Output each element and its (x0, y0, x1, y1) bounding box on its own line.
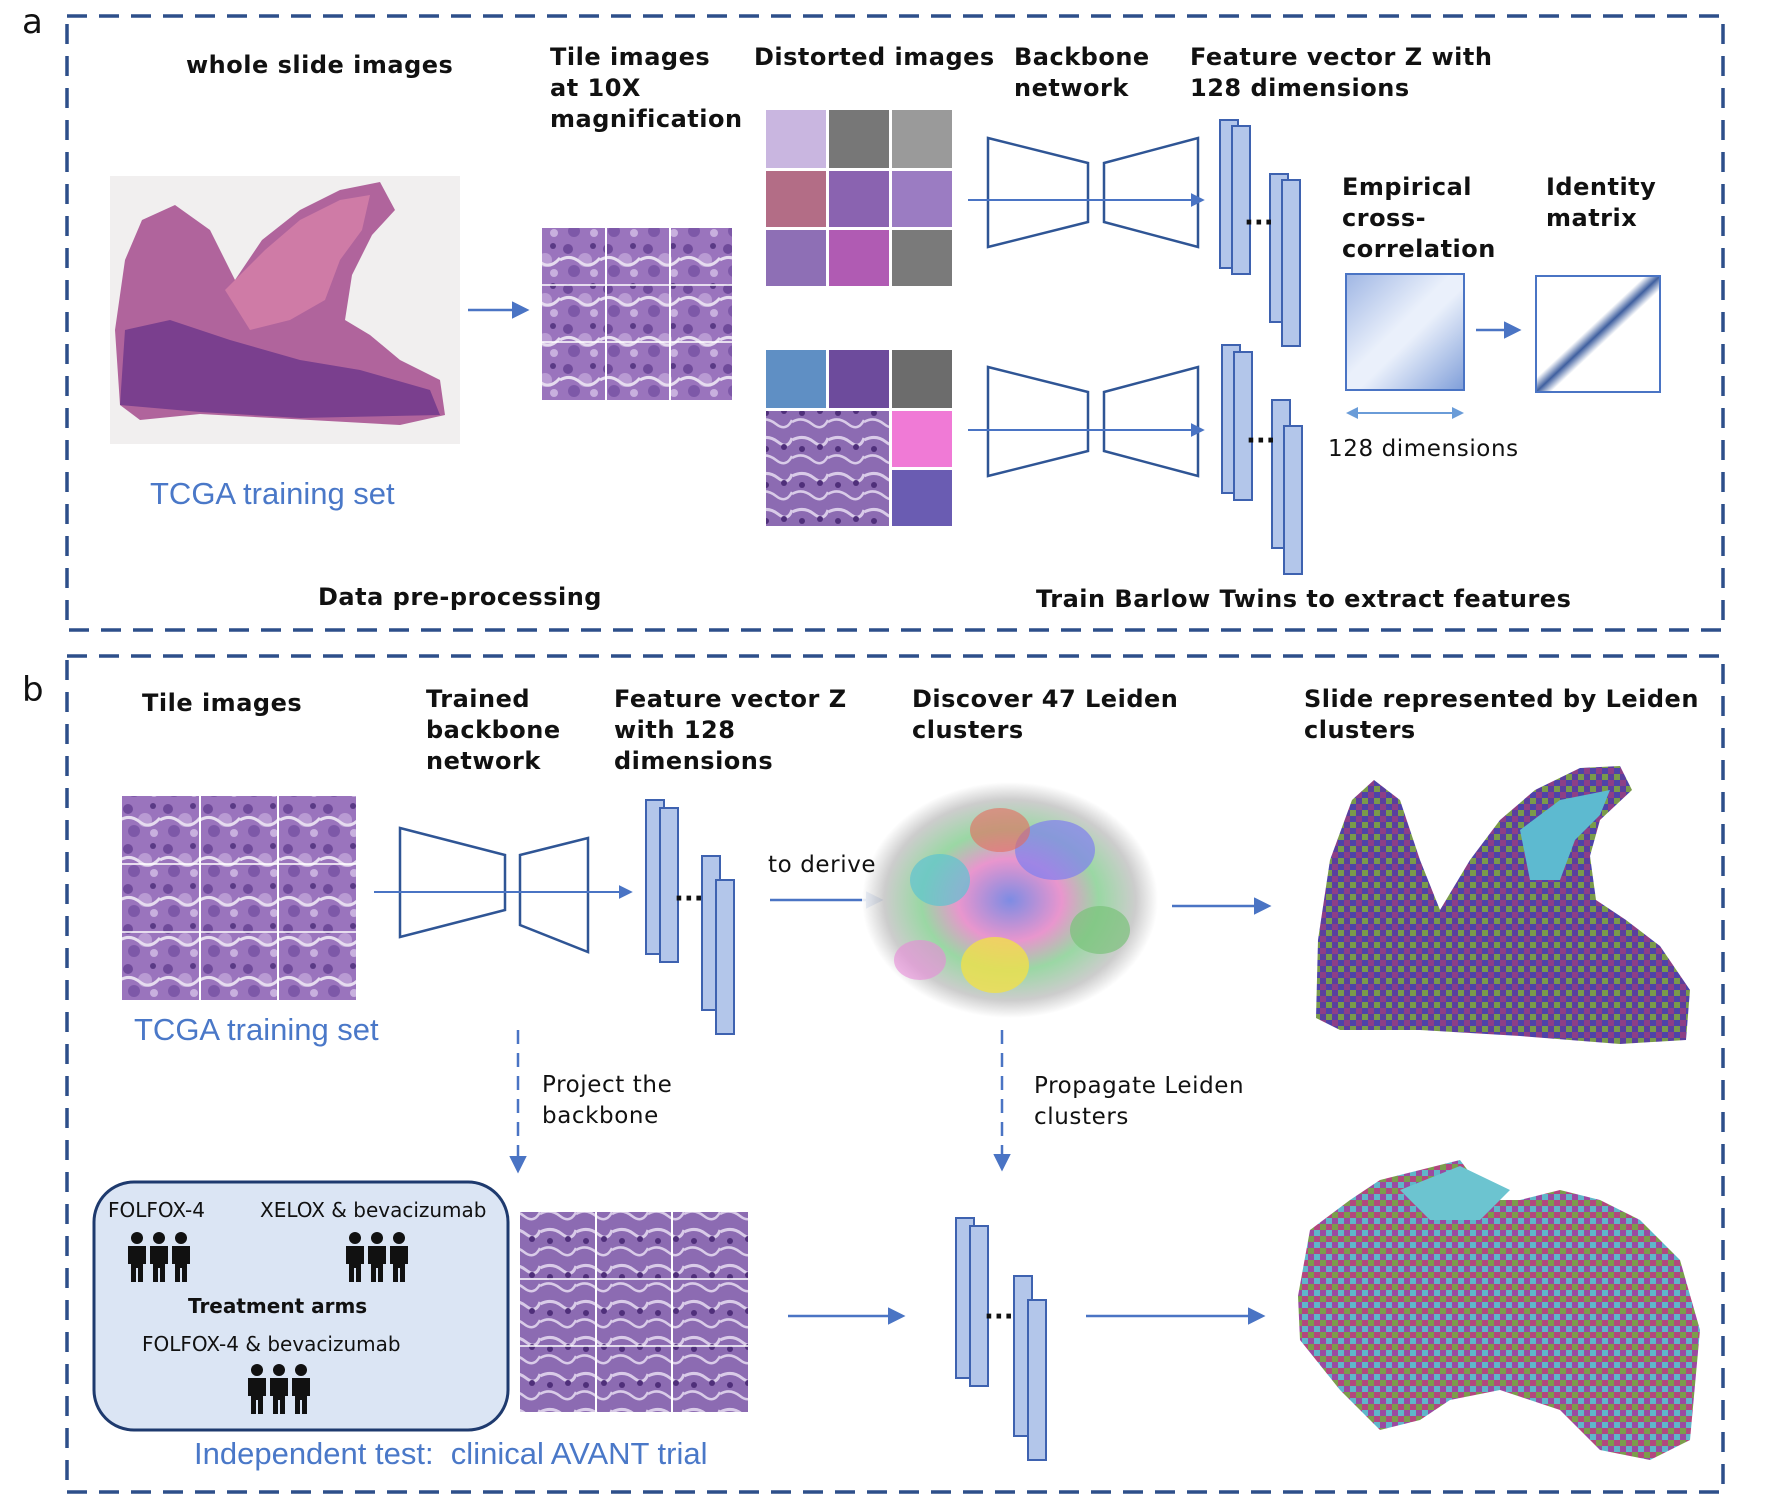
trained-backbone-network (398, 826, 590, 954)
label-feature-vector-a: Feature vector Z with 128 dimensions (1190, 43, 1493, 102)
people-icon-arm3 (248, 1364, 310, 1414)
feature-vector-b (645, 799, 735, 1035)
label-empirical-cross-correlation: Empirical cross- correlation (1342, 173, 1496, 263)
label-tile-images-b: Tile images (142, 689, 303, 717)
whole-slide-image (110, 176, 460, 444)
panel-a-frame (65, 14, 1725, 632)
label-distorted-images: Distorted images (754, 43, 995, 71)
feature-vector-bottom (1221, 344, 1303, 575)
label-128-dimensions: 128 dimensions (1328, 436, 1519, 462)
slide-leiden-top (1316, 766, 1690, 1044)
identity-matrix (1535, 275, 1661, 393)
ellipsis-test: ··· (984, 1302, 1014, 1332)
label-arm-folfox4-bev: FOLFOX-4 & bevacizumab (142, 1332, 401, 1356)
label-feature-vector-b: Feature vector Z with 128 dimensions (614, 685, 847, 775)
label-tcga-training-set-a: TCGA training set (150, 476, 395, 511)
slide-leiden-bottom-highlight (1400, 1166, 1510, 1220)
ellipsis-b: ··· (674, 884, 704, 914)
label-train-barlow-twins: Train Barlow Twins to extract features (1036, 585, 1572, 613)
label-arm-folfox4: FOLFOX-4 (108, 1198, 206, 1222)
leiden-cluster-umap (862, 782, 1158, 1018)
panel-a-letter: a (22, 2, 43, 42)
label-tile-images: Tile images at 10X magnification (550, 43, 743, 133)
people-icon-arm2 (346, 1232, 408, 1282)
ellipsis-top: ··· (1244, 208, 1274, 238)
slide-leiden-top-highlight (1520, 790, 1610, 880)
backbone-network-top (986, 136, 1200, 249)
tile-images-a (542, 228, 732, 400)
label-arm-xelox: XELOX & bevacizumab (260, 1198, 487, 1222)
ellipsis-bottom: ··· (1246, 426, 1276, 456)
label-discover-leiden: Discover 47 Leiden clusters (912, 685, 1179, 744)
feature-vector-top (1219, 119, 1301, 347)
label-slide-represented: Slide represented by Leiden clusters (1304, 685, 1699, 744)
distorted-images-bottom (766, 350, 952, 526)
treatment-arms-box (92, 1180, 510, 1432)
label-backbone-network: Backbone network (1014, 43, 1150, 102)
label-propagate-leiden: Propagate Leiden clusters (1034, 1073, 1245, 1130)
label-trained-backbone: Trained backbone network (426, 685, 561, 775)
label-identity-matrix: Identity matrix (1546, 173, 1657, 232)
label-treatment-arms: Treatment arms (188, 1294, 368, 1318)
slide-leiden-bottom (1298, 1160, 1700, 1460)
label-to-derive: to derive (768, 852, 877, 878)
label-data-preprocessing: Data pre-processing (318, 583, 602, 611)
feature-vector-test (955, 1217, 1047, 1461)
backbone-network-bottom (986, 365, 1200, 478)
tile-images-b (122, 796, 356, 1000)
label-whole-slide-images: whole slide images (186, 51, 454, 79)
panel-b-letter: b (22, 670, 44, 710)
distorted-images-top (766, 110, 952, 286)
label-tcga-training-set-b: TCGA training set (134, 1012, 379, 1047)
label-project-backbone: Project the backbone (542, 1072, 673, 1129)
cross-correlation-matrix (1345, 273, 1465, 391)
tile-images-test (520, 1212, 748, 1412)
people-icon-arm1 (128, 1232, 190, 1282)
label-independent-test: Independent test: clinical AVANT trial (194, 1436, 708, 1471)
